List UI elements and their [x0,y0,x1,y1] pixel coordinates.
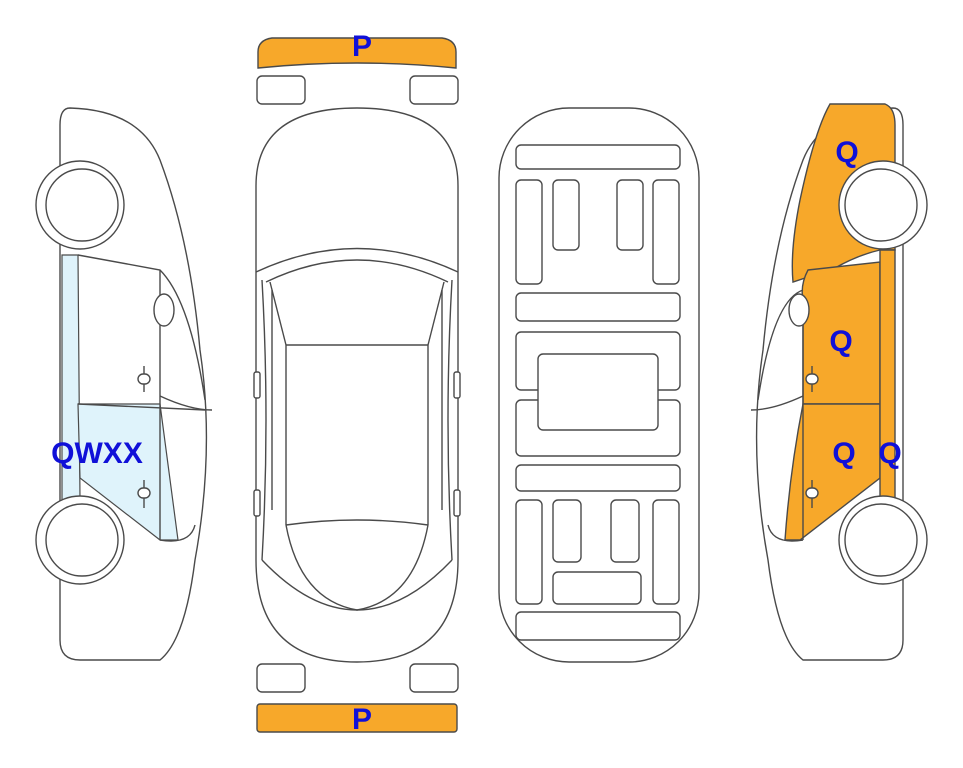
front-right-wheel [409,75,459,105]
car-underbody-view [498,107,700,663]
car-left-side-view [35,107,213,661]
right-rear-door-label: Q [829,325,852,358]
right-quarter-label: Q [835,136,858,169]
rear-right-wheel [409,663,459,693]
right-front-door-label: Q [832,437,855,470]
rear-bumper-label: P [352,703,372,736]
top-view-body [255,107,459,663]
car-right-side-view [750,103,928,661]
rear-bumper-part[interactable] [256,703,458,733]
front-bumper-label: P [352,30,372,63]
front-bumper-part[interactable] [257,37,457,69]
rear-left-wheel [256,663,306,693]
car-top-view [253,37,461,733]
right-pillar-label: Q [878,437,901,470]
front-left-wheel [256,75,306,105]
left-rear-window-part[interactable] [77,403,179,541]
left-glass-label: QWXX [51,437,143,470]
